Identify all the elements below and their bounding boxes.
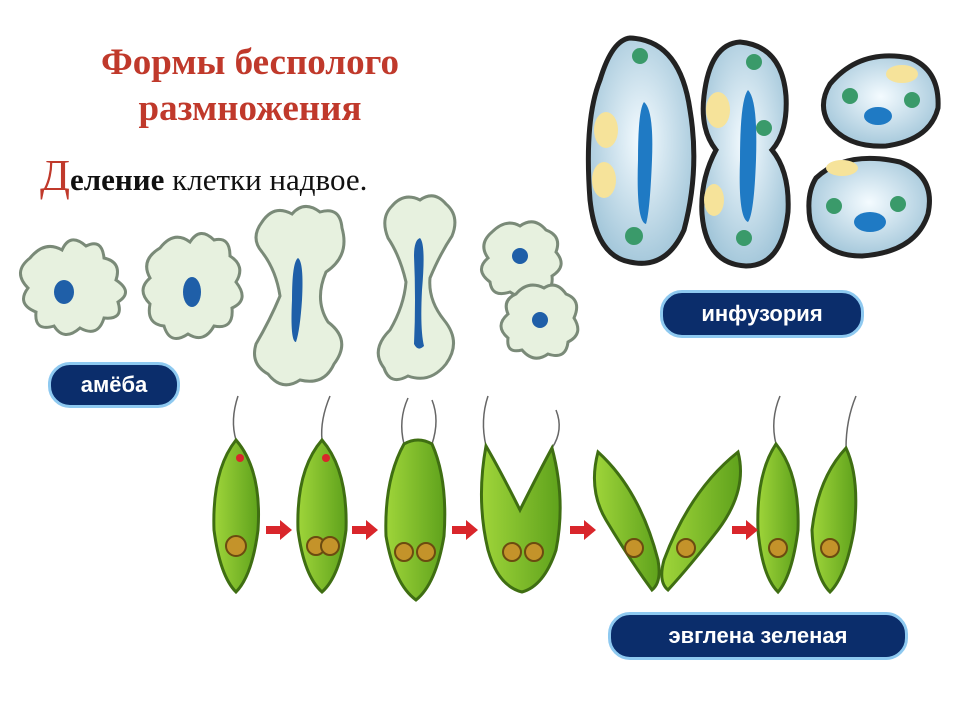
euglena-stage-2 <box>296 395 348 595</box>
arrow-4 <box>570 520 596 540</box>
slide-subtitle: Деление клетки надвое. <box>40 150 367 201</box>
arrow-2 <box>352 520 378 540</box>
amoeba-daughter-1 <box>480 220 563 298</box>
arrow-1 <box>266 520 292 540</box>
label-euglena: эвглена зеленая <box>608 612 908 660</box>
paramecium-daughter-top <box>821 53 941 149</box>
label-amoeba: амёба <box>48 362 180 408</box>
euglena-stage-4 <box>479 395 562 594</box>
euglena-stage-1 <box>212 395 260 595</box>
amoeba-stage-4 <box>376 194 457 382</box>
amoeba-stage-1 <box>19 238 127 336</box>
amoeba-stage-2 <box>141 232 244 340</box>
subtitle-plain: клетки надвое. <box>164 162 368 197</box>
slide-title: Формы бесполого размножения <box>101 42 399 129</box>
euglena-stage-5 <box>592 449 742 593</box>
paramecium-dividing <box>699 39 791 269</box>
euglena-stage-3 <box>384 397 447 602</box>
arrow-3 <box>452 520 478 540</box>
arrow-5 <box>732 520 758 540</box>
subtitle-initial: Д <box>40 151 71 200</box>
label-infusoria: инфузория <box>660 290 864 338</box>
paramecium-daughter-bottom <box>806 155 932 259</box>
amoeba-stage-3 <box>253 205 346 387</box>
amoeba-daughter-2 <box>499 283 580 360</box>
subtitle-bold: еление <box>70 162 165 197</box>
paramecium-whole <box>585 35 697 266</box>
euglena-daughters <box>756 395 858 595</box>
